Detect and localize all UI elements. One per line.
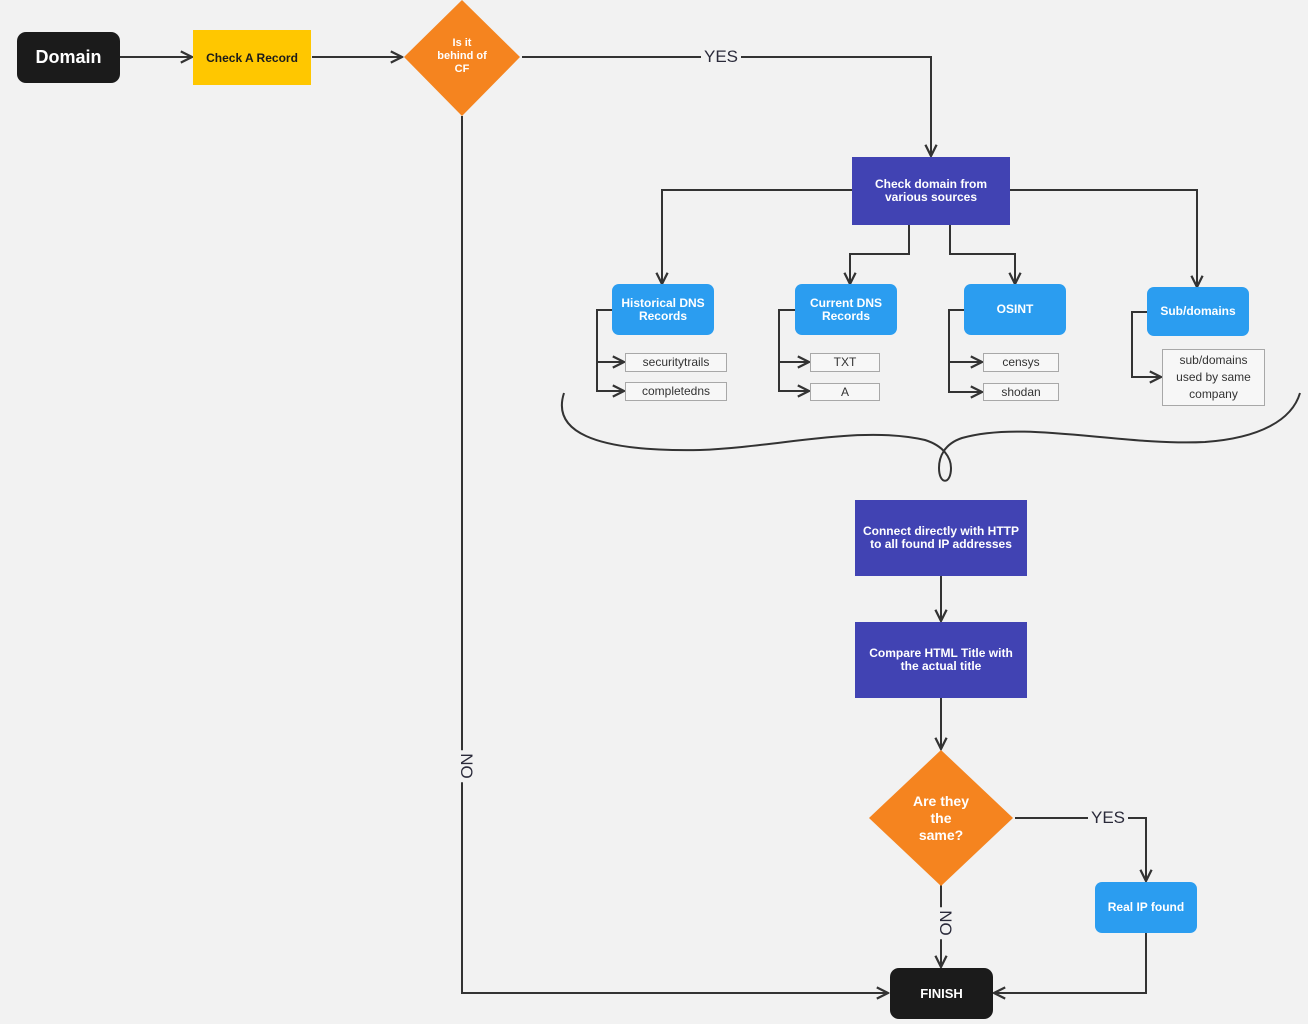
leaf-securitytrails: securitytrails [625,353,727,372]
edge-current-leaf-1 [778,309,809,362]
edge-same-yes [1015,817,1146,881]
edge-current-leaf-2 [778,362,809,391]
curly-brace [560,392,1301,482]
check-sources-node: Check domain from various sources [852,157,1010,225]
same-no-label: NO [934,907,955,939]
check-a-record-node: Check A Record [193,30,311,85]
edge-cf-no [461,116,888,993]
osint-node: OSINT [964,284,1066,335]
same-decision-diamond [869,750,1013,886]
edge-realip-to-finish [994,933,1147,993]
same-yes-label: YES [1088,808,1129,828]
current-dns-node: Current DNS Records [795,284,897,335]
cf-decision-diamond [404,0,520,116]
edge-osint-leaf-2 [948,362,982,392]
edge-cf-yes [522,56,931,156]
compare-title-node: Compare HTML Title with the actual title [855,622,1027,698]
edge-sources-to-current [850,225,910,284]
leaf-a: A [810,383,880,401]
edge-sources-to-osint [949,225,1015,284]
edge-sources-to-historical [662,189,852,284]
domain-node: Domain [17,32,120,83]
leaf-shodan: shodan [983,383,1059,401]
cf-decision-label: Is it behind of CF [437,37,487,75]
connect-http-node: Connect directly with HTTP to all found … [855,500,1027,576]
same-decision-label: Are they the same? [912,793,970,843]
edge-historical-leaf-1 [596,309,624,362]
edge-sources-to-subdomains [1010,189,1197,287]
cf-no-label: NO [455,750,476,782]
leaf-censys: censys [983,353,1059,372]
edge-osint-leaf-1 [948,309,982,362]
real-ip-found-node: Real IP found [1095,882,1197,933]
cf-yes-label: YES [701,47,742,67]
subdomains-node: Sub/domains [1147,287,1249,336]
historical-dns-node: Historical DNS Records [612,284,714,335]
edge-subdomains-leaf-1 [1131,311,1161,377]
edge-historical-leaf-2 [596,362,624,391]
finish-node: FINISH [890,968,993,1019]
leaf-txt: TXT [810,353,880,372]
leaf-sub-domains-same-company: sub/domains used by same company [1162,349,1265,406]
leaf-completedns: completedns [625,382,727,401]
